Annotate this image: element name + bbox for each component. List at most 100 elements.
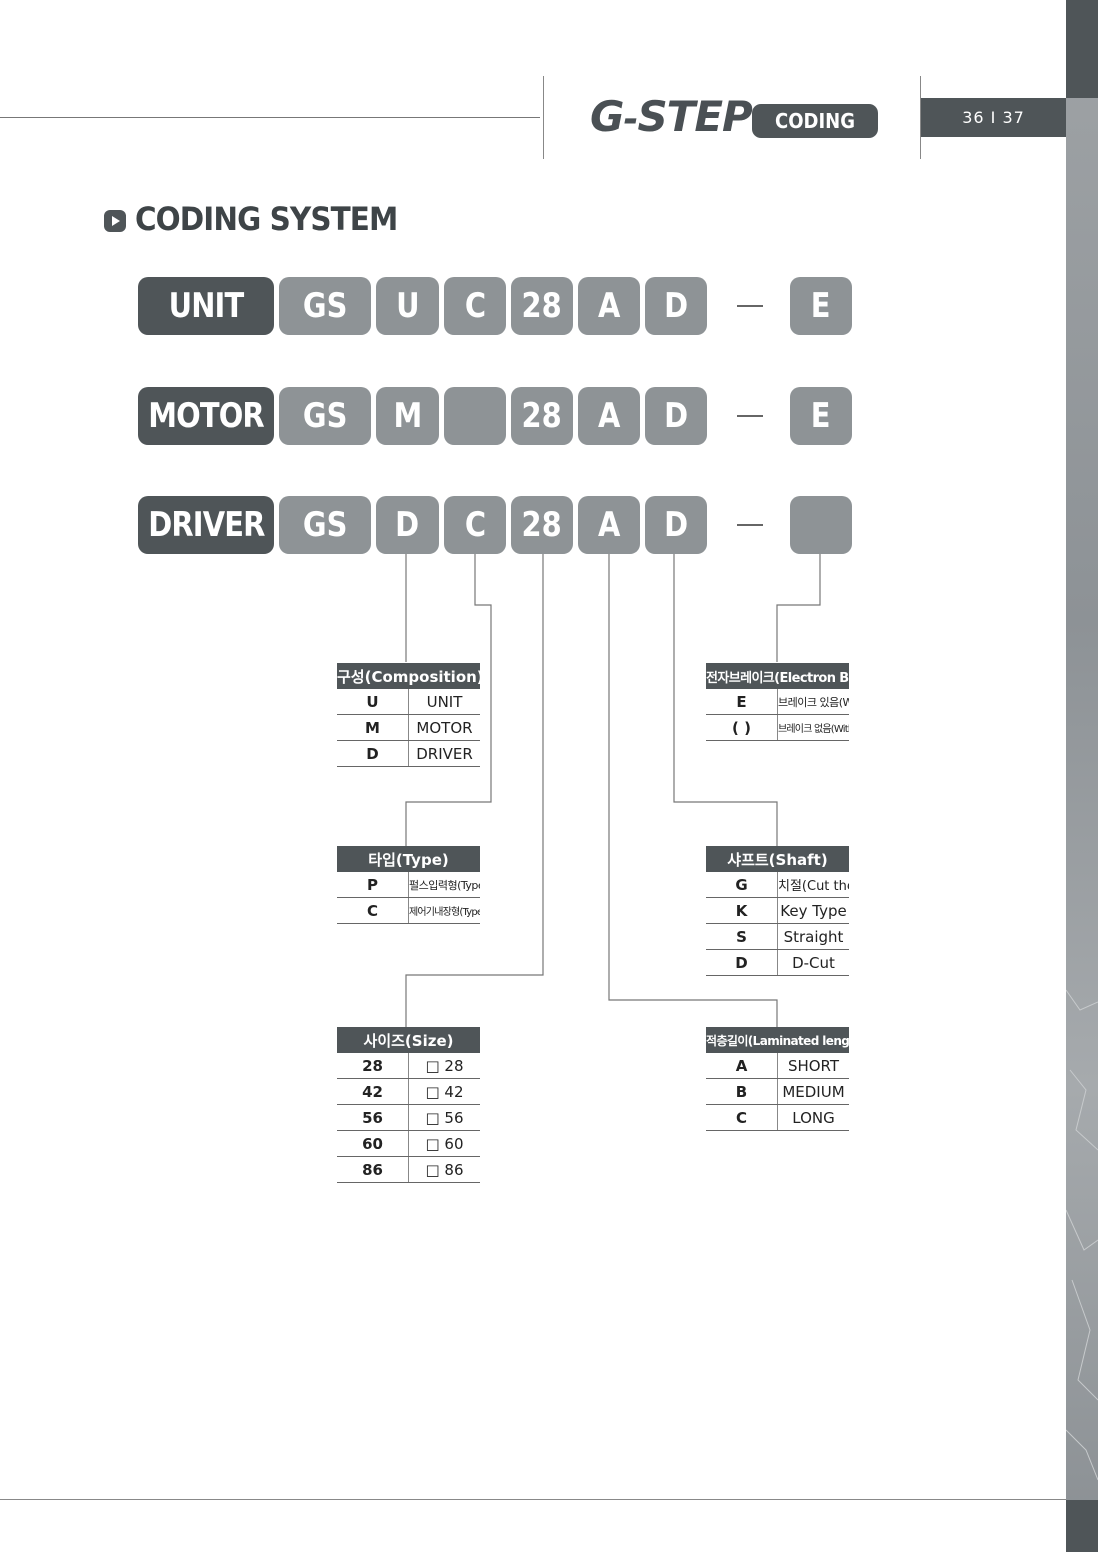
side-strip-top-block xyxy=(1066,0,1098,98)
side-decoration-strip xyxy=(1066,0,1098,1552)
code-box-text: A xyxy=(597,505,621,545)
code-box: 28 xyxy=(511,277,573,335)
table-row: 42□ 42 xyxy=(337,1078,480,1105)
code-box-text: M xyxy=(393,396,422,436)
brand-logo: G-STEP xyxy=(590,92,753,141)
header-divider-right xyxy=(920,76,921,159)
table-value: 치절(Cut the cogs) xyxy=(777,872,849,898)
table-key: K xyxy=(706,897,778,924)
table-key: 60 xyxy=(337,1130,409,1157)
connector-size xyxy=(405,554,544,1027)
code-box-text: D xyxy=(663,396,688,436)
code-box-text: U xyxy=(395,286,420,326)
code-box-text: E xyxy=(811,396,831,436)
code-separator-dash xyxy=(737,524,763,526)
code-box: 28 xyxy=(511,496,573,554)
length-table-header: 적층길이(Laminated length) xyxy=(706,1027,849,1053)
code-box-text: 28 xyxy=(521,286,563,326)
table-row: G치절(Cut the cogs) xyxy=(706,872,849,898)
table-key: S xyxy=(706,923,778,950)
table-value: □ 86 xyxy=(408,1156,480,1183)
table-value: MOTOR xyxy=(408,714,480,741)
table-value: Straight xyxy=(777,923,849,950)
brake-table-header: 전자브레이크(Electron Brake) xyxy=(706,663,849,689)
table-key: ( ) xyxy=(706,714,778,741)
code-box: C xyxy=(444,496,506,554)
connector-brake xyxy=(776,554,821,662)
section-title: CODING SYSTEM xyxy=(135,200,398,238)
code-box-text: D xyxy=(395,505,420,545)
code-box: M xyxy=(376,387,439,445)
coding-badge: CODING xyxy=(752,104,878,138)
code-box: U xyxy=(376,277,439,335)
row-label-motor: MOTOR xyxy=(138,387,274,445)
table-key: 86 xyxy=(337,1156,409,1183)
code-box xyxy=(444,387,506,445)
table-row: 60□ 60 xyxy=(337,1130,480,1157)
table-key: C xyxy=(337,897,409,924)
table-row: ( )브레이크 없음(Without brake) xyxy=(706,714,849,741)
table-value: 브레이크 있음(With brake) xyxy=(777,689,849,715)
table-value: DRIVER xyxy=(408,740,480,767)
type-table-header: 타입(Type) xyxy=(337,846,480,872)
table-row: 86□ 86 xyxy=(337,1156,480,1183)
table-value: UNIT xyxy=(408,689,480,715)
code-separator-dash xyxy=(737,305,763,307)
footer-rule xyxy=(0,1499,1066,1500)
code-box-text: GS xyxy=(302,396,348,436)
code-box: D xyxy=(645,496,707,554)
row-label-text: DRIVER xyxy=(147,505,265,545)
table-key: G xyxy=(706,872,778,898)
brand-logo-dash: - xyxy=(623,99,638,140)
brand-logo-g: G xyxy=(590,92,624,141)
row-label-unit: UNIT xyxy=(138,277,274,335)
row-label-text: MOTOR xyxy=(148,396,264,436)
code-box: A xyxy=(578,277,640,335)
code-box-text: 28 xyxy=(521,505,563,545)
table-key: C xyxy=(706,1104,778,1131)
code-box-text: GS xyxy=(302,505,348,545)
header-rule xyxy=(0,117,540,118)
table-row: 56□ 56 xyxy=(337,1104,480,1131)
code-box-brake: E xyxy=(790,387,852,445)
table-value: SHORT xyxy=(777,1053,849,1079)
table-key: 28 xyxy=(337,1053,409,1079)
table-key: B xyxy=(706,1078,778,1105)
size-table: 사이즈(Size) 28□ 28 42□ 42 56□ 56 60□ 60 86… xyxy=(337,1027,480,1183)
code-box-text: C xyxy=(464,286,486,326)
code-box-text: C xyxy=(464,505,486,545)
code-box: D xyxy=(645,387,707,445)
table-value: 브레이크 없음(Without brake) xyxy=(777,714,849,741)
code-box-text: D xyxy=(663,505,688,545)
code-box: D xyxy=(376,496,439,554)
play-bullet-icon xyxy=(104,210,126,232)
table-value: D-Cut xyxy=(777,949,849,976)
code-separator-dash xyxy=(737,415,763,417)
table-value: □ 56 xyxy=(408,1104,480,1131)
code-box: GS xyxy=(279,496,371,554)
code-box: GS xyxy=(279,277,371,335)
table-row: 28□ 28 xyxy=(337,1053,480,1079)
table-value: MEDIUM xyxy=(777,1078,849,1105)
table-key: D xyxy=(706,949,778,976)
table-key: M xyxy=(337,714,409,741)
code-box-text: A xyxy=(597,286,621,326)
table-value: □ 28 xyxy=(408,1053,480,1079)
code-box: A xyxy=(578,387,640,445)
code-box-text: D xyxy=(663,286,688,326)
